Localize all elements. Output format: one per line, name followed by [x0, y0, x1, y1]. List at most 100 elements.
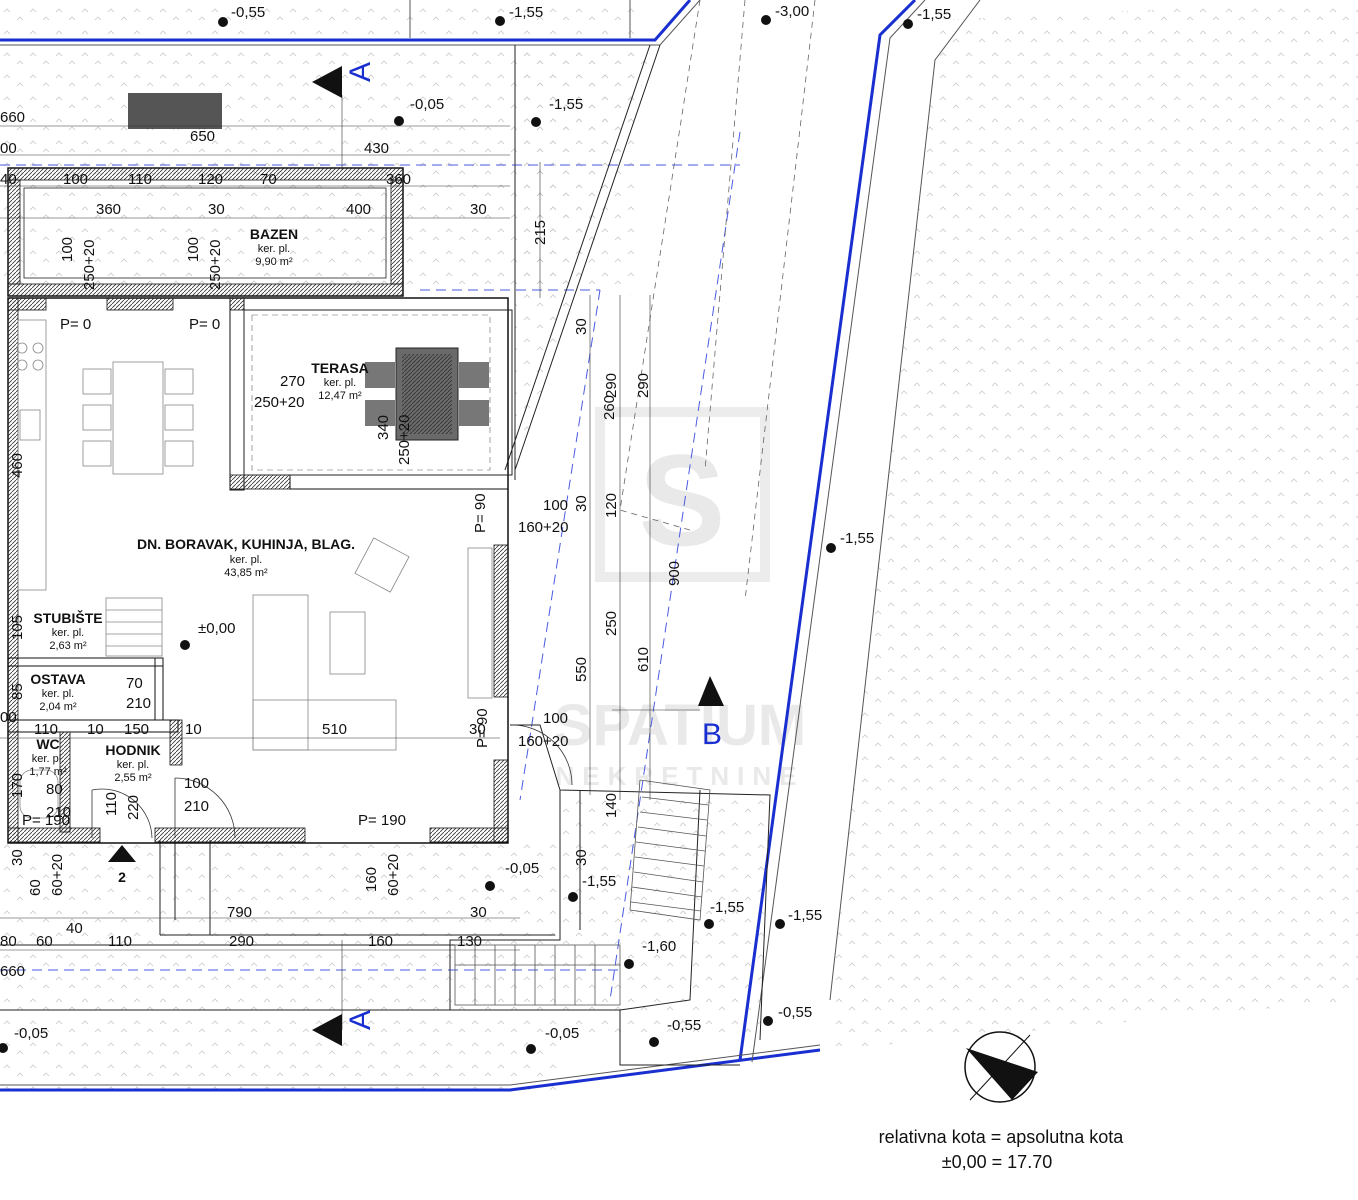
opening-label: P= 190 [358, 812, 406, 829]
dim-label: 30 [470, 904, 487, 921]
level-label: -1,55 [840, 530, 874, 547]
dim-label: 100 [543, 497, 568, 514]
level-label: -0,05 [505, 860, 539, 877]
level-label: -0,55 [667, 1017, 701, 1034]
room-bazen-finish: ker. pl. [258, 243, 290, 255]
dim-label: 210 [46, 804, 71, 821]
room-bazen-area: 9,90 m² [255, 256, 293, 268]
dim-label: 150 [124, 721, 149, 738]
dim-label: 160 [368, 933, 393, 950]
dim-label: 900 [666, 561, 683, 586]
dim-label: 340 [375, 415, 392, 440]
site-edges [0, 44, 771, 1066]
room-boravak-finish: ker. pl. [230, 554, 262, 566]
dim-label: 160+20 [518, 733, 568, 750]
legend-line1: relativna kota = apsolutna kota [879, 1127, 1125, 1147]
legend-line2: ±0,00 = 17.70 [942, 1152, 1052, 1172]
dim-label: 30 [573, 495, 590, 512]
dim-label: 430 [364, 140, 389, 157]
dim-label: 210 [126, 695, 151, 712]
opening-label: P= 90 [474, 708, 491, 748]
dim-label: 40 [66, 920, 83, 937]
dim-label: 80 [46, 781, 63, 798]
section-b-arrow [698, 676, 724, 706]
dim-label: 120 [603, 493, 620, 518]
dim-label: 10 [87, 721, 104, 738]
dim-label: 60+20 [49, 854, 66, 896]
dim-label: 660 [0, 109, 25, 126]
dim-label: 60 [36, 933, 53, 950]
furniture [16, 319, 493, 819]
dim-label: 30 [469, 721, 486, 738]
dim-label: 30 [573, 849, 590, 866]
level-label: -0,05 [410, 96, 444, 113]
dim-label: 250+20 [254, 394, 304, 411]
dim-label: 00 [0, 140, 17, 157]
level-label: -0,55 [778, 1004, 812, 1021]
dim-label: 110 [34, 721, 58, 738]
dim-label: 250+20 [81, 240, 98, 290]
dim-label: 400 [346, 201, 371, 218]
level-label: -0,55 [231, 4, 265, 21]
dashed-lines [0, 131, 741, 1001]
dim-label: 290 [635, 373, 652, 398]
dim-label: 140 [603, 793, 620, 818]
dim-label: 100 [59, 237, 76, 262]
house-walls [7, 297, 513, 844]
dim-label: 30 [208, 201, 225, 218]
dim-label: 160+20 [518, 519, 568, 536]
room-stubiste-area: 2,63 m² [49, 640, 87, 652]
dim-label: 110 [128, 171, 152, 188]
opening-label: P= 190 [22, 812, 70, 829]
dim-label: 85 [9, 683, 26, 700]
opening-label: P= 0 [189, 316, 220, 333]
dim-label: 660 [0, 963, 25, 980]
dim-label: 80 [0, 933, 17, 950]
dim-label: 70 [126, 675, 143, 692]
dim-label: 250 [603, 611, 620, 636]
dim-label: 290 [603, 373, 620, 398]
dim-label: 460 [9, 453, 26, 478]
dim-label: 110 [108, 933, 132, 950]
site-boundary [0, 0, 917, 1092]
section-arrows [108, 66, 724, 1046]
section-a-top-arrow [312, 66, 342, 98]
room-ostava-name: OSTAVA [30, 671, 85, 687]
level-label: -1,55 [917, 6, 951, 23]
dim-label: 105 [9, 615, 26, 640]
level-label: -1,55 [549, 96, 583, 113]
level-label: -1,60 [642, 938, 676, 955]
dim-label: 30 [470, 201, 487, 218]
room-terasa-finish: ker. pl. [324, 377, 356, 389]
level-markers [0, 15, 913, 1054]
dim-label: 160 [363, 867, 380, 892]
dim-label: 610 [635, 647, 652, 672]
level-label: -1,55 [582, 873, 616, 890]
outdoor-stairs [454, 779, 711, 1006]
room-boravak-name: DN. BORAVAK, KUHINJA, BLAG. [137, 536, 355, 552]
dimension-lines [0, 95, 700, 1030]
room-stubiste-finish: ker. pl. [52, 627, 84, 639]
dim-label: 360 [386, 171, 411, 188]
dim-label: 100 [184, 775, 209, 792]
level-label: ±0,00 [198, 620, 235, 637]
level-label: -1,55 [788, 907, 822, 924]
dim-label: 100 [543, 710, 568, 727]
room-hodnik-finish: ker. pl. [117, 759, 149, 771]
dim-label: 70 [260, 171, 277, 188]
dim-label: 40 [0, 171, 17, 188]
watermark-brand: SPATIUM [554, 693, 806, 758]
dim-label: 360 [96, 201, 121, 218]
room-wc-finish: ker. pl. [32, 753, 64, 765]
room-wc-name: WC [36, 736, 59, 752]
watermark-sub: NEKRETNINE [555, 761, 804, 791]
dim-label: 650 [190, 128, 215, 145]
level-label: -1,55 [509, 4, 543, 21]
dim-label: 10 [185, 721, 202, 738]
dim-label: 30 [9, 849, 26, 866]
doors [91, 724, 573, 839]
room-bazen-name: BAZEN [250, 226, 298, 242]
entrance-label: 2 [118, 869, 126, 885]
dim-label: 215 [532, 220, 549, 245]
watermark-logo: S [639, 427, 726, 573]
